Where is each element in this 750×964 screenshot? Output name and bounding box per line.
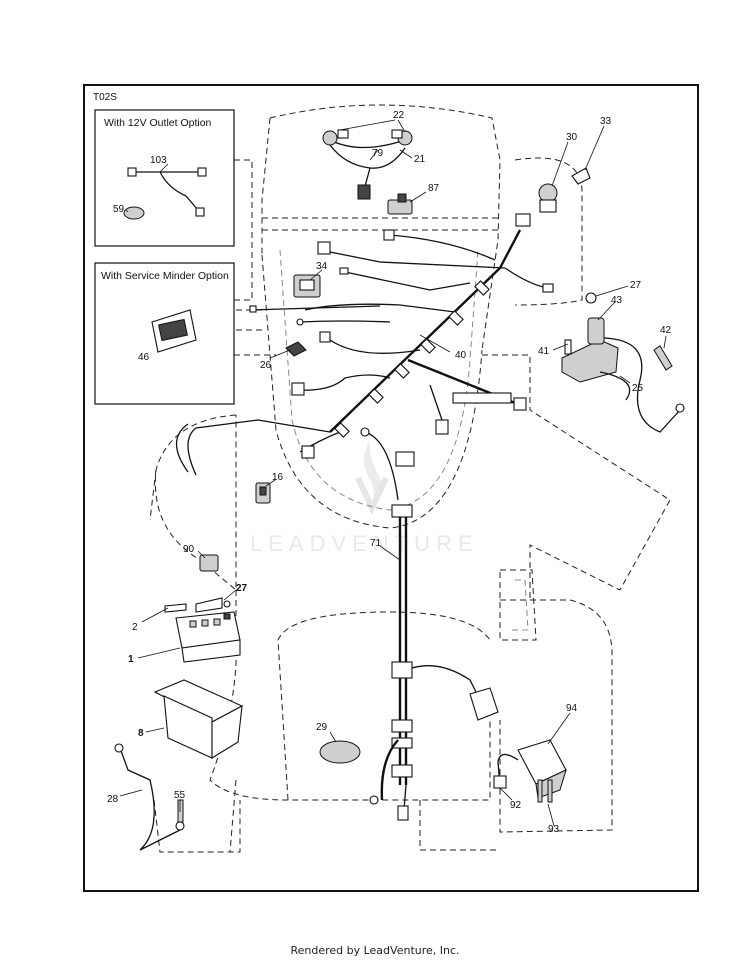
callout-40: 40 xyxy=(455,350,467,361)
footer-credit: Rendered by LeadVenture, Inc. xyxy=(290,944,460,957)
leader-lines xyxy=(119,119,667,827)
callout-34: 34 xyxy=(316,261,328,272)
diagram-frame xyxy=(83,84,699,892)
svg-text:LEADVENTURE: LEADVENTURE xyxy=(250,531,479,556)
switch-34 xyxy=(293,274,321,298)
callout-29: 29 xyxy=(316,722,328,733)
callout-30: 30 xyxy=(566,132,578,143)
callout-43: 43 xyxy=(611,295,623,306)
plug-29 xyxy=(319,740,361,764)
callout-79: 79 xyxy=(372,148,384,159)
callout-42: 42 xyxy=(660,325,672,336)
callout-92: 92 xyxy=(510,800,522,811)
svg-text:With Service Minder Option: With Service Minder Option xyxy=(101,270,229,282)
battery-tray-8 xyxy=(153,679,244,759)
callout-87: 87 xyxy=(428,183,440,194)
connector-26 xyxy=(285,341,307,357)
diagram-code: T02S xyxy=(93,92,117,103)
svg-text:With 12V Outlet Option: With 12V Outlet Option xyxy=(104,117,212,129)
callout-59: 59 xyxy=(113,204,125,215)
relay-87 xyxy=(387,193,413,215)
inset-service-minder: With Service Minder Option xyxy=(94,262,235,405)
callout-21: 21 xyxy=(414,154,426,165)
callout-93: 93 xyxy=(548,824,560,835)
callout-16: 16 xyxy=(272,472,284,483)
harness-71 xyxy=(369,451,499,821)
headlight-assembly xyxy=(322,129,413,200)
callout-71: 71 xyxy=(370,538,382,549)
callout-8: 8 xyxy=(138,728,144,739)
callout-90: 90 xyxy=(183,544,195,555)
callout-28: 28 xyxy=(107,794,119,805)
callout-94: 94 xyxy=(566,703,578,714)
callout-25: 25 xyxy=(632,383,644,394)
inset-12v-outlet: With 12V Outlet Option xyxy=(94,109,235,247)
callout-27b: 27 xyxy=(236,583,248,594)
callout-1: 1 xyxy=(128,654,134,665)
callout-41: 41 xyxy=(538,346,550,357)
battery-1 xyxy=(164,597,241,663)
fuse-90 xyxy=(199,554,219,572)
battery-cable-28 xyxy=(114,743,185,851)
watermark: LEADVENTURE xyxy=(250,440,479,556)
callout-46: 46 xyxy=(138,352,150,363)
callout-33: 33 xyxy=(600,116,612,127)
part-callouts: 22 79 21 87 30 33 34 27 43 42 41 40 26 2… xyxy=(107,110,672,835)
callout-2: 2 xyxy=(132,622,138,633)
ignition-switch-30 xyxy=(538,167,591,213)
switch-16 xyxy=(255,482,271,504)
callout-27a: 27 xyxy=(630,280,642,291)
main-harness xyxy=(175,213,554,501)
callout-103: 103 xyxy=(150,155,167,166)
callout-26: 26 xyxy=(260,360,272,371)
solenoid-43 xyxy=(561,292,685,433)
callout-55: 55 xyxy=(174,790,186,801)
callout-22: 22 xyxy=(393,110,405,121)
